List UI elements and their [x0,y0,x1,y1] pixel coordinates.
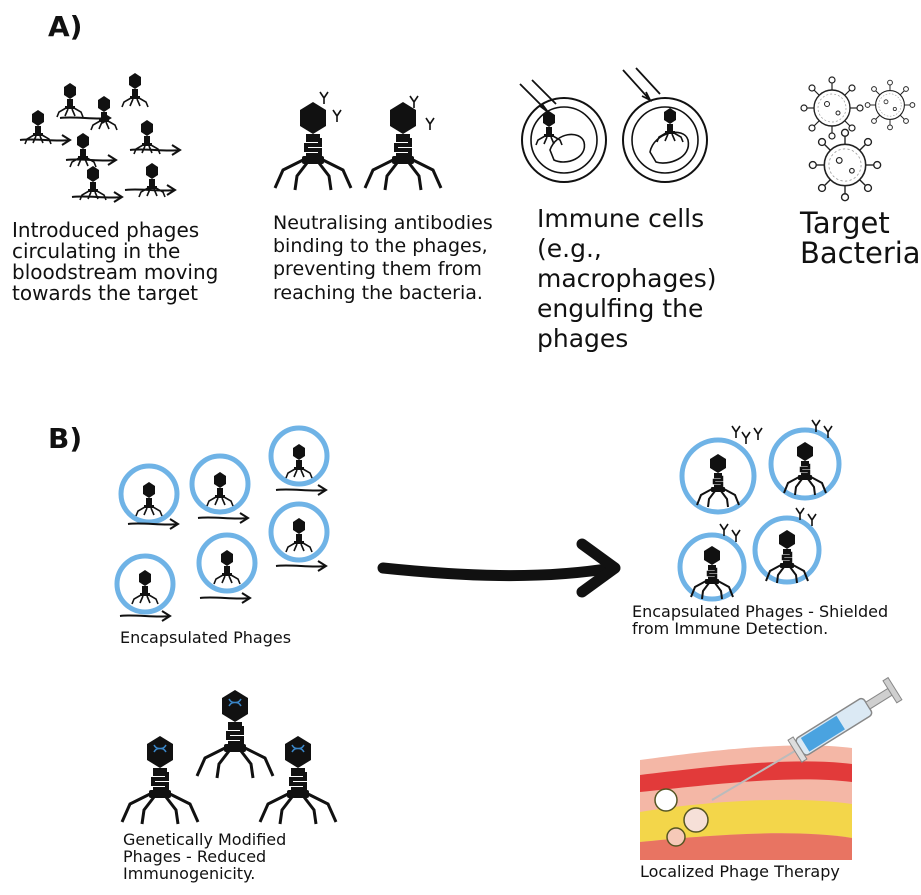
caption-circulating: Introduced phages circulating in the blo… [12,218,219,305]
encapsulated-phages-group [114,425,330,622]
capsule [752,515,822,585]
caption-immune: Immune cells (e.g., macrophages) engulfi… [537,204,717,353]
tissue-illustration [640,676,903,860]
modified-phages-group [120,688,338,826]
caption-localized: Localized Phage Therapy [640,862,840,881]
needle-icon [711,747,801,801]
virus-icon [808,128,882,202]
antibody-icon [731,425,741,439]
circulating-phages-group [19,72,181,203]
capsule [196,532,258,594]
virus-icon [683,807,709,833]
motion-arrow-icon [197,512,249,524]
virus-icon [654,788,678,812]
capsule [114,553,176,615]
motion-arrow-icon [65,154,117,166]
caption-modified: Genetically Modified Phages - Reduced Im… [123,830,287,883]
antibody-icon [332,109,342,123]
motion-arrow-icon [199,592,251,604]
caption-antibodies: Neutralising antibodies binding to the p… [273,212,493,304]
antibody-icon [425,117,435,131]
capsule [268,425,330,487]
phage-icon [121,72,149,108]
shielded-phages-group [677,419,842,602]
macrophages-group [519,67,708,183]
phage-icon [69,132,97,168]
motion-arrow-icon [71,191,123,203]
capsule [677,532,747,602]
dna-icon [153,698,305,753]
capsule [118,463,180,525]
phage-icon [138,162,166,198]
capsule [679,437,757,515]
caption-bacteria: Target Bacteria [800,206,921,271]
virus-icon [666,827,686,847]
motion-arrow-icon [275,484,327,496]
phage-icon [56,82,84,118]
big-arrow-icon [377,538,621,598]
capsule [768,427,842,501]
phage-icon [535,110,563,146]
virus-icon [800,76,864,140]
antibody-icon [753,427,763,441]
motion-arrow-icon [275,560,327,572]
target-bacteria-group [800,76,916,202]
virus-icon [864,79,916,131]
antibody-icon [741,431,751,445]
antibody-icon [319,91,329,105]
capsule [268,501,330,563]
capsule [189,453,251,515]
caption-shielded: Encapsulated Phages - Shielded from Immu… [632,602,889,638]
phage-icon [273,100,353,192]
antibody-phages-group [273,91,443,192]
antibody-icon [409,95,419,109]
panel-label-a: A) [48,10,83,43]
caption-encapsulated: Encapsulated Phages [120,628,292,647]
syringe-icon [787,676,903,763]
phage-icon [90,95,118,131]
phage-icon [79,165,107,201]
panel-label-b: B) [48,422,83,455]
phage-icon [363,100,443,192]
